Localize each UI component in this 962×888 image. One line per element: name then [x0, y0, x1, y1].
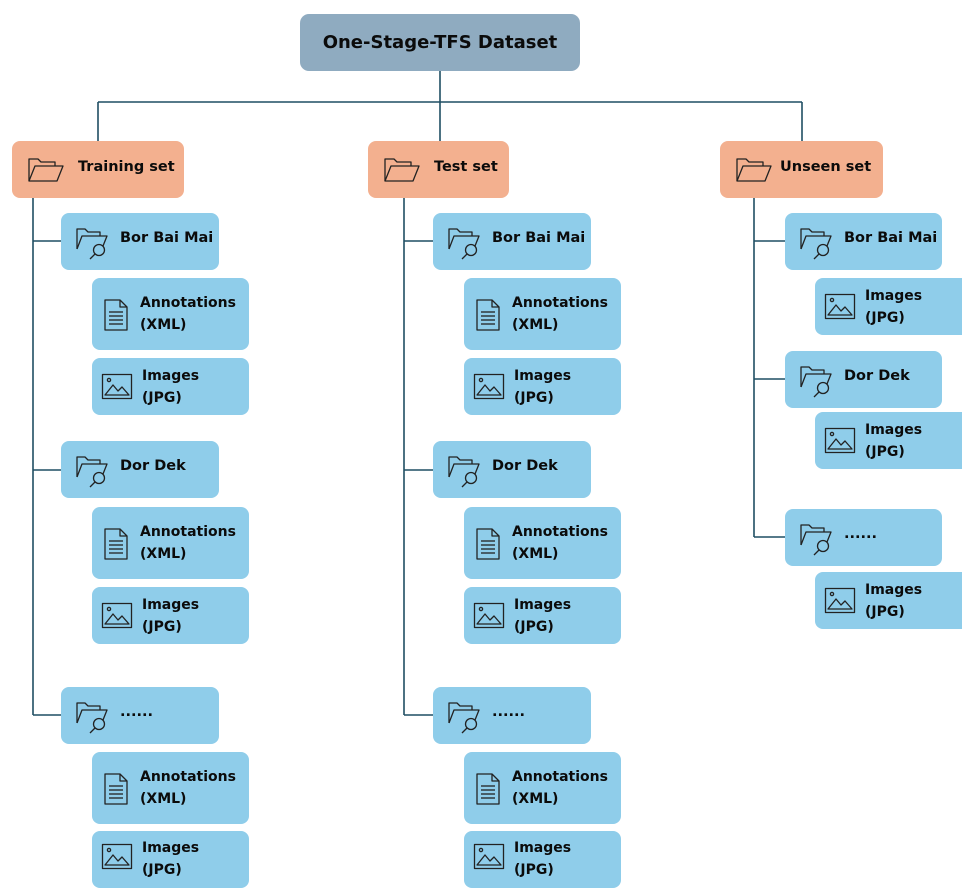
file-node-images[interactable]: Images (JPG)	[92, 587, 249, 644]
file-name: Images	[142, 840, 200, 856]
dataset-title: One-Stage-TFS Dataset	[322, 32, 558, 53]
dataset-root-node: One-Stage-TFS Dataset	[300, 14, 580, 71]
image-icon	[473, 602, 505, 629]
folder-node-unseen-0[interactable]: Bor Bai Mai	[785, 213, 942, 270]
folder-search-icon	[74, 225, 112, 261]
document-icon	[103, 527, 129, 561]
image-icon	[101, 373, 133, 400]
file-format: (JPG)	[865, 310, 905, 326]
folder-label: Bor Bai Mai	[492, 230, 586, 246]
file-name: Images	[865, 582, 923, 598]
open-folder-icon	[382, 153, 424, 185]
file-format: (JPG)	[865, 444, 905, 460]
document-icon	[475, 772, 501, 806]
document-icon	[103, 772, 129, 806]
file-name: Images	[142, 597, 200, 613]
folder-node-training-1[interactable]: Dor Dek	[61, 441, 219, 498]
file-format: (XML)	[512, 546, 559, 562]
file-name: Annotations	[140, 524, 236, 540]
document-icon	[103, 298, 129, 332]
document-icon	[475, 527, 501, 561]
open-folder-icon	[26, 153, 68, 185]
folder-search-icon	[798, 521, 836, 557]
file-format: (JPG)	[142, 862, 182, 878]
file-name: Annotations	[512, 524, 608, 540]
image-icon	[473, 843, 505, 870]
folder-search-icon	[798, 225, 836, 261]
folder-node-unseen-2[interactable]: ......	[785, 509, 942, 566]
folder-node-test-1[interactable]: Dor Dek	[433, 441, 591, 498]
file-node-images[interactable]: Images (JPG)	[815, 572, 962, 629]
file-name: Images	[865, 422, 923, 438]
file-node-images[interactable]: Images (JPG)	[464, 831, 621, 888]
folder-node-test-0[interactable]: Bor Bai Mai	[433, 213, 591, 270]
file-format: (XML)	[140, 791, 187, 807]
image-icon	[824, 587, 856, 614]
file-format: (JPG)	[514, 862, 554, 878]
folder-search-icon	[74, 699, 112, 735]
file-name: Annotations	[140, 295, 236, 311]
file-name: Annotations	[140, 769, 236, 785]
folder-search-icon	[74, 453, 112, 489]
file-node-images[interactable]: Images (JPG)	[464, 587, 621, 644]
file-name: Annotations	[512, 295, 608, 311]
file-format: (JPG)	[142, 619, 182, 635]
folder-search-icon	[446, 699, 484, 735]
file-name: Images	[514, 368, 572, 384]
set-node-training[interactable]: Training set	[12, 141, 184, 198]
folder-label: Dor Dek	[492, 458, 558, 474]
open-folder-icon	[734, 153, 776, 185]
file-node-annotations[interactable]: Annotations (XML)	[464, 278, 621, 350]
image-icon	[101, 602, 133, 629]
file-name: Images	[142, 368, 200, 384]
file-node-images[interactable]: Images (JPG)	[92, 358, 249, 415]
file-format: (XML)	[512, 317, 559, 333]
folder-label: Bor Bai Mai	[844, 230, 938, 246]
image-icon	[473, 373, 505, 400]
set-node-unseen[interactable]: Unseen set	[720, 141, 883, 198]
file-format: (JPG)	[865, 604, 905, 620]
file-format: (JPG)	[514, 390, 554, 406]
folder-node-training-2[interactable]: ......	[61, 687, 219, 744]
image-icon	[101, 843, 133, 870]
set-label: Training set	[78, 159, 175, 175]
file-node-annotations[interactable]: Annotations (XML)	[92, 507, 249, 579]
set-node-test[interactable]: Test set	[368, 141, 509, 198]
folder-node-training-0[interactable]: Bor Bai Mai	[61, 213, 219, 270]
folder-search-icon	[446, 453, 484, 489]
folder-label: Dor Dek	[844, 368, 910, 384]
folder-node-test-2[interactable]: ......	[433, 687, 591, 744]
folder-label: Bor Bai Mai	[120, 230, 214, 246]
folder-label: Dor Dek	[120, 458, 186, 474]
file-format: (JPG)	[514, 619, 554, 635]
file-format: (XML)	[140, 317, 187, 333]
file-format: (XML)	[140, 546, 187, 562]
set-label: Unseen set	[780, 159, 872, 175]
file-node-images[interactable]: Images (JPG)	[815, 278, 962, 335]
file-name: Images	[865, 288, 923, 304]
file-node-images[interactable]: Images (JPG)	[92, 831, 249, 888]
folder-search-icon	[446, 225, 484, 261]
file-node-images[interactable]: Images (JPG)	[464, 358, 621, 415]
set-label: Test set	[434, 159, 498, 175]
folder-label: ......	[844, 526, 878, 542]
file-node-annotations[interactable]: Annotations (XML)	[464, 752, 621, 824]
image-icon	[824, 427, 856, 454]
folder-search-icon	[798, 363, 836, 399]
file-name: Images	[514, 597, 572, 613]
folder-label: ......	[492, 704, 526, 720]
file-node-annotations[interactable]: Annotations (XML)	[464, 507, 621, 579]
file-format: (XML)	[512, 791, 559, 807]
file-node-annotations[interactable]: Annotations (XML)	[92, 278, 249, 350]
folder-node-unseen-1[interactable]: Dor Dek	[785, 351, 942, 408]
file-node-images[interactable]: Images (JPG)	[815, 412, 962, 469]
image-icon	[824, 293, 856, 320]
document-icon	[475, 298, 501, 332]
file-node-annotations[interactable]: Annotations (XML)	[92, 752, 249, 824]
folder-label: ......	[120, 704, 154, 720]
file-format: (JPG)	[142, 390, 182, 406]
file-name: Images	[514, 840, 572, 856]
file-name: Annotations	[512, 769, 608, 785]
